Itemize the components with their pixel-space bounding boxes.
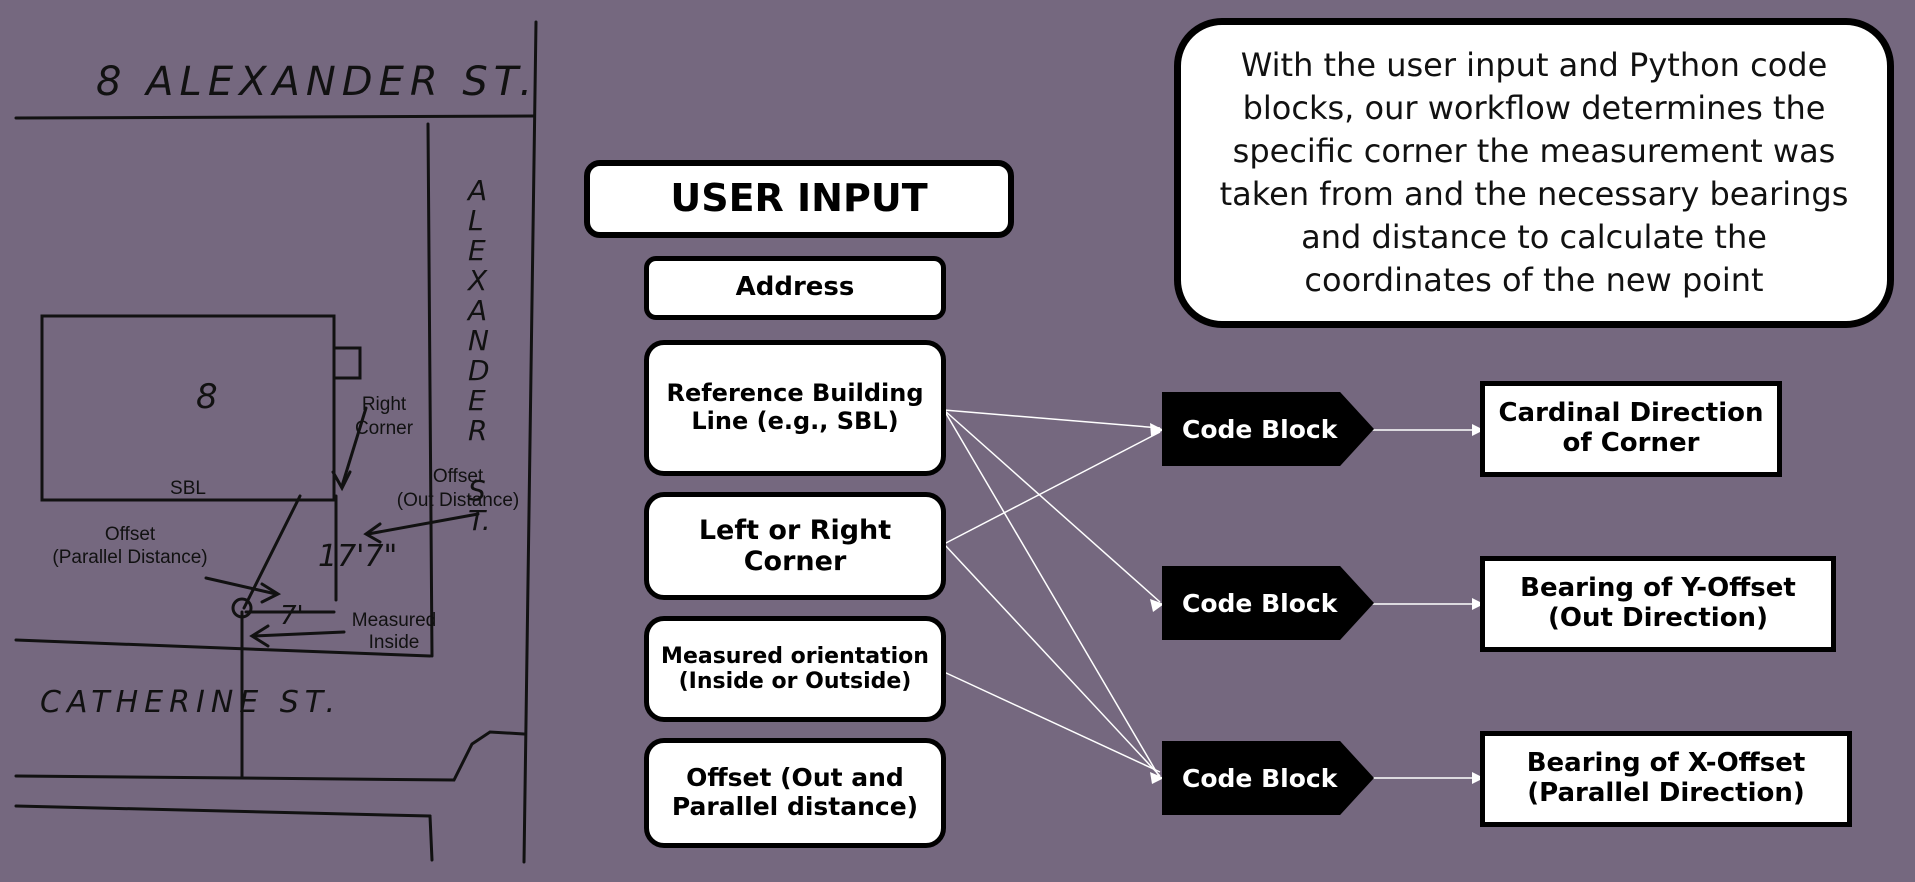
- user-input-title: USER INPUT: [584, 160, 1014, 238]
- code-block-2-label: Code Block: [1182, 588, 1338, 618]
- right-corner-label-2: Corner: [355, 418, 414, 439]
- sbl-label: SBL: [170, 478, 206, 499]
- explanation-box: With the user input and Python code bloc…: [1174, 18, 1894, 328]
- street-line-lower: [14, 804, 432, 818]
- street-side-letter: X: [466, 264, 488, 297]
- parallel-distance-value: 7': [280, 601, 304, 631]
- measured-inside-label-2: Inside: [369, 632, 420, 653]
- out-distance-value: 17'7": [318, 539, 397, 574]
- output-bearing-y-offset-text: Bearing of Y-Offset(Out Direction): [1520, 573, 1796, 633]
- offset-parallel-label-2: (Parallel Distance): [52, 547, 207, 568]
- code-block-3: Code Block: [1162, 741, 1374, 815]
- input-measured-orientation-text: Measured orientation(Inside or Outside): [661, 643, 929, 694]
- connectors: [943, 409, 1478, 779]
- explanation-text: With the user input and Python code bloc…: [1219, 46, 1849, 299]
- user-input-title-text: USER INPUT: [670, 176, 928, 221]
- code-block-2: Code Block: [1162, 566, 1374, 640]
- output-bearing-x-offset-text: Bearing of X-Offset(Parallel Direction): [1526, 748, 1806, 808]
- code-block-1-label: Code Block: [1182, 414, 1338, 444]
- offset-parallel-label-1: Offset: [105, 524, 156, 545]
- street-side-letter: T.: [468, 504, 491, 537]
- code-block-1: Code Block: [1162, 392, 1374, 466]
- input-address: Address: [644, 256, 946, 320]
- lot-line-lower: [428, 814, 434, 862]
- input-measured-orientation: Measured orientation(Inside or Outside): [644, 616, 946, 722]
- street-line-alexander-top: [14, 114, 536, 120]
- street-side-letter: A: [466, 174, 487, 207]
- street-side-letter: S: [468, 474, 486, 507]
- house-number: 8: [196, 377, 218, 417]
- code-block-3-label: Code Block: [1182, 763, 1338, 793]
- street-line-catherine-top: [14, 638, 432, 658]
- offset-out-label-1: Offset: [433, 466, 484, 487]
- output-bearing-y-offset: Bearing of Y-Offset(Out Direction): [1480, 556, 1836, 652]
- right-corner-label-1: Right: [362, 394, 407, 415]
- street-side-letter: R: [468, 414, 487, 447]
- porch-outline: [332, 346, 362, 380]
- street-side-letter: N: [468, 324, 489, 357]
- street-name-top: 8 ALEXANDER ST.: [96, 59, 538, 105]
- street-side-letter: A: [466, 294, 487, 327]
- offset-out-label-2: (Out Distance): [397, 490, 519, 511]
- street-side-letter: E: [468, 234, 486, 267]
- measured-inside-label-1: Measured: [352, 610, 437, 631]
- house-outline: [40, 314, 336, 502]
- measure-point-marker: [231, 597, 253, 619]
- street-line-right-inner: [426, 122, 434, 658]
- street-line-catherine-bottom: [14, 730, 526, 782]
- output-bearing-x-offset: Bearing of X-Offset(Parallel Direction): [1480, 731, 1852, 827]
- street-side-letter: L: [468, 204, 484, 237]
- street-name-bottom: CATHERINE ST.: [40, 685, 341, 720]
- street-side-letter: D: [468, 354, 490, 387]
- street-side-letter: E: [468, 384, 486, 417]
- street-line-right-outer: [522, 20, 538, 864]
- input-address-text: Address: [735, 272, 855, 303]
